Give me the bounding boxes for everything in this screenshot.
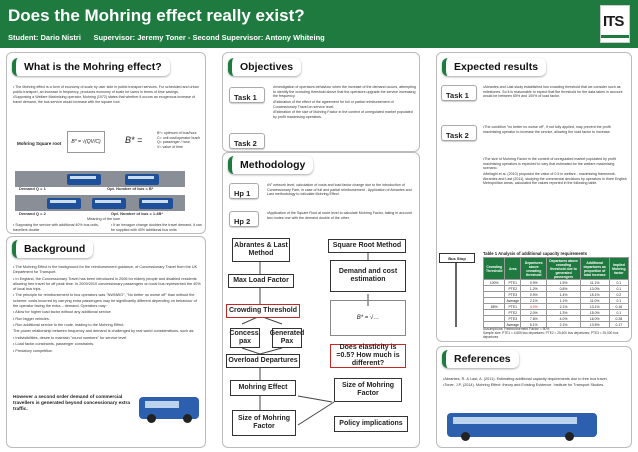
bg-bus-image <box>139 397 199 423</box>
table-note-2: Sample size: PTE1 = 4,655 bus departures… <box>483 331 619 339</box>
bg-item-9: • Load factor constraints, passenger con… <box>13 342 95 347</box>
formula-box: B* = √(QV/C) <box>67 131 105 153</box>
bus-4 <box>92 198 126 209</box>
what-panel: • The Mohring effect is a form of econom… <box>6 52 206 234</box>
its-logo: ITS <box>600 5 630 43</box>
exp-task1-text: •Abrantes and Last study established two… <box>483 85 623 99</box>
flow-policy: Policy implications <box>334 416 408 432</box>
capacity-table: Crowding Threshold Area Departures above… <box>482 257 630 328</box>
table-cell <box>482 321 506 328</box>
bg-item-3: • The principle for reimbursement to bus… <box>13 293 197 308</box>
table-title: Table 1 Analysis of additional capacity … <box>483 251 588 256</box>
exp-task-1: Task 1 <box>441 85 477 101</box>
flow-overload: Overload Departures <box>226 354 300 368</box>
bus-3 <box>47 198 81 209</box>
flow-concess-pax: Concess. pax <box>229 328 261 348</box>
header-banner: Does the Mohring effect really exist? St… <box>0 0 638 48</box>
flow-mohring-effect: Mohring Effect <box>230 380 296 396</box>
elasticity-formula: B* = √… <box>330 300 406 336</box>
poster-title: Does the Mohring effect really exist? <box>8 6 305 25</box>
opt-2: Opt. Number of bus = 1.4B* <box>111 211 163 216</box>
bus-stop-sign: Bus Stop <box>439 253 475 263</box>
objectives-title: Objectives <box>228 58 302 76</box>
obj-task1-text2: •Estimation of the effect of the agreeme… <box>273 99 394 109</box>
ref-bus-image <box>447 413 597 441</box>
exp-p3: •The size of Mohring Factor in the conte… <box>483 157 616 171</box>
flow-size-factor-right: Size of Mohring Factor <box>334 378 402 402</box>
exp-task2-text: •The condition "no better no worse off",… <box>483 125 611 134</box>
table-cell: 5.1% <box>520 321 548 328</box>
note-1: • Supposing the service with additional … <box>13 223 99 232</box>
flow-size-effect: Size of Mohring Factor <box>232 410 296 436</box>
expected-panel: Task 1 •Abrantes and Last study establis… <box>436 52 632 342</box>
flow-crowding: Crowding Threshold <box>226 304 300 318</box>
background-title: Background <box>12 240 94 258</box>
variables-list: B*= optimum of bus/hour C= unit cost/ope… <box>157 131 201 149</box>
hp2-text: •Application of the Square Root at route… <box>267 211 412 220</box>
hp-2: Hp 2 <box>229 211 259 227</box>
hp-1: Hp 1 <box>229 183 259 199</box>
obj-task-2: Task 2 <box>229 133 265 149</box>
note-2: • If an hexagon change doubles the trave… <box>111 223 202 232</box>
flow-square-root: Square Root Method <box>328 239 406 253</box>
bg-item-6: • Run additional service to the route, l… <box>13 322 125 327</box>
reference-1: •Abrantes, R. & Last, A. (2011). Estimat… <box>443 377 608 381</box>
student-name: Student: Dario Nistri <box>8 33 81 42</box>
objectives-panel: Task 1 •Investigation of operators behav… <box>222 52 420 152</box>
supervisor-names: Supervisor: Jeremy Toner - Second Superv… <box>93 33 325 42</box>
bg-bottom-note: However a second order demand of commerc… <box>13 395 131 412</box>
bg-item-5: • Run bigger vehicles. <box>13 316 50 321</box>
table-cell: 0.17 <box>608 321 630 328</box>
flow-elasticity: Does elasticity is =0.5? How much is dif… <box>330 344 406 368</box>
reference-2: •Toner, J.P. (2014). Mohring Effect: the… <box>443 383 605 388</box>
hp1-text: •N° network level, calculation of costs … <box>267 183 412 197</box>
bg-item-4: • Allow for higher load factor without a… <box>13 310 111 315</box>
exp-p4: •Mellaghi et al. (2010) proposed the val… <box>483 171 627 186</box>
table-cell: 2.1% <box>546 321 581 328</box>
references-title: References <box>442 350 519 368</box>
demand-1: Demand Q = 1 <box>19 186 46 191</box>
bg-item-10: • Predatory competition <box>13 348 53 353</box>
background-panel: • The Mohring Effect is the background f… <box>6 236 206 448</box>
flow-max-load: Max Load Factor <box>228 274 294 288</box>
bus-stop-pole <box>455 263 457 327</box>
obj-task2-text: •Estimation of the size of Mohring Facto… <box>273 110 413 119</box>
bg-item-7: The power relationship between frequency… <box>13 329 195 334</box>
logo-text: ITS <box>603 13 624 30</box>
bg-item-1: • The Mohring Effect is the background f… <box>13 265 198 275</box>
authors-line: Student: Dario Nistri Supervisor: Jeremy… <box>8 33 325 42</box>
bus-5 <box>139 198 173 209</box>
flow-generated-pax: Generated Pax <box>270 328 304 348</box>
bg-item-8: • Indivisibilities, desire to maintain "… <box>13 335 127 340</box>
what-title: What is the Mohring effect? <box>12 58 170 76</box>
flow-abrantes: Abrantes & Last Method <box>232 238 290 262</box>
demand-2: Demand Q = 2 <box>19 211 46 216</box>
meaning-label: Meaning of the sum <box>87 217 121 221</box>
exp-task-2: Task 2 <box>441 125 477 141</box>
formula-text: B* = <box>125 135 143 145</box>
bus-1 <box>67 174 101 185</box>
expected-title: Expected results <box>442 58 547 76</box>
methodology-title: Methodology <box>228 156 314 174</box>
model-label: Mohring Square root <box>17 141 62 146</box>
what-p2: •Supposing a Welfare Maximising operator… <box>13 95 195 104</box>
obj-task-1: Task 1 <box>229 87 265 103</box>
bus-2 <box>125 174 159 185</box>
table-note: Assumptions: Reimbursement Factor = 50% <box>483 327 550 331</box>
opt-1: Opt. Number of bus = B* <box>107 186 154 191</box>
flow-demand-cost: Demand and cost estimation <box>330 260 406 292</box>
bg-item-2: • In England, the Concessionary Travel h… <box>13 276 201 291</box>
what-p1: • The Mohring effect is a form of econom… <box>13 85 199 94</box>
obj-task1-text: •Investigation of operators behaviour wh… <box>273 85 416 99</box>
